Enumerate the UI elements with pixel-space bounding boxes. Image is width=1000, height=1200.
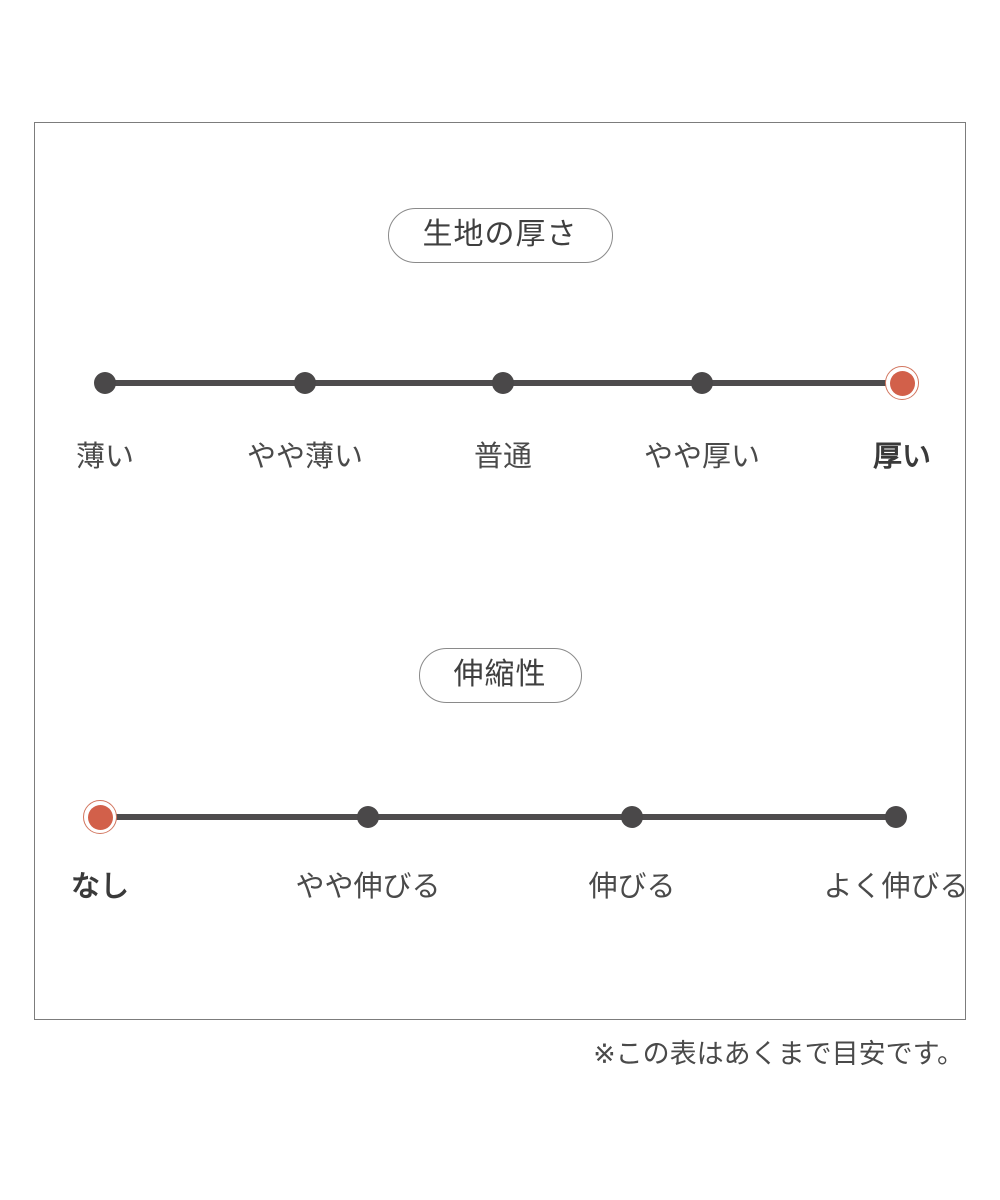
- section-heading-stretchiness: 伸縮性: [0, 648, 1000, 703]
- slider-track: [100, 814, 896, 820]
- slider-step-label[interactable]: よく伸びる: [823, 871, 969, 903]
- fabric-spec-card: [34, 122, 966, 1020]
- slider-dot[interactable]: [492, 372, 514, 394]
- slider-dot[interactable]: [357, 806, 379, 828]
- section-pill-label-stretchiness: 伸縮性: [418, 648, 582, 703]
- slider-step-label[interactable]: やや厚い: [643, 441, 761, 473]
- slider-step-label[interactable]: 伸びる: [588, 871, 676, 903]
- slider-step-label[interactable]: 普通: [473, 441, 533, 473]
- footnote-disclaimer: ※この表はあくまで目安です。: [593, 1039, 964, 1069]
- slider-dot-selected[interactable]: [885, 366, 919, 400]
- section-heading-fabric-thickness: 生地の厚さ: [0, 208, 1000, 263]
- section-pill-label-fabric-thickness: 生地の厚さ: [387, 208, 613, 263]
- slider-dot[interactable]: [691, 372, 713, 394]
- slider-step-label[interactable]: 薄い: [75, 441, 135, 473]
- slider-dot[interactable]: [94, 372, 116, 394]
- slider-step-label[interactable]: やや伸びる: [295, 871, 441, 903]
- slider-dot-selected[interactable]: [83, 800, 117, 834]
- slider-step-label[interactable]: なし: [70, 871, 130, 903]
- slider-dot[interactable]: [621, 806, 643, 828]
- slider-dot[interactable]: [885, 806, 907, 828]
- slider-step-label[interactable]: 厚い: [872, 441, 932, 473]
- slider-dot[interactable]: [294, 372, 316, 394]
- slider-step-label[interactable]: やや薄い: [246, 441, 364, 473]
